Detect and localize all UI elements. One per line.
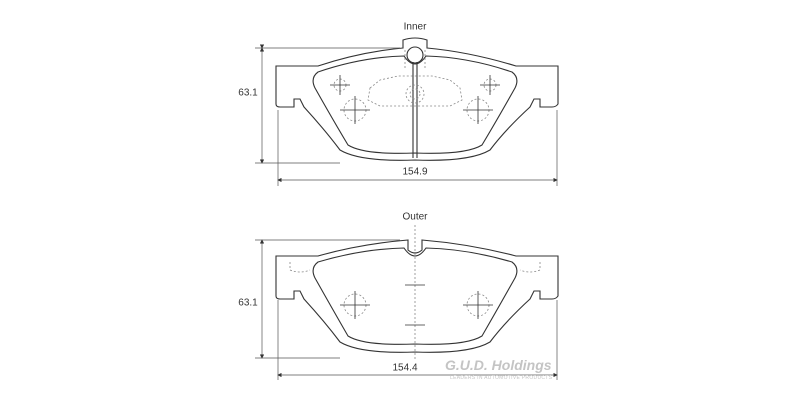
watermark-tagline: LEADERS IN AUTOMOTIVE PRODUCTS xyxy=(450,375,553,381)
inner-width-dimension: 154.9 xyxy=(400,166,430,178)
outer-backing-plate xyxy=(275,239,559,353)
inner-friction-pad xyxy=(312,55,518,154)
outer-title: Outer xyxy=(402,211,428,223)
inner-backing-plate xyxy=(275,37,559,161)
outer-friction-pad xyxy=(312,247,518,345)
inner-pad xyxy=(275,37,559,161)
watermark-brand: G.U.D. Holdings xyxy=(445,357,552,373)
outer-dimensions xyxy=(255,239,558,380)
inner-height-dimension: 63.1 xyxy=(238,87,258,99)
inner-dimensions xyxy=(255,48,558,186)
outer-pad xyxy=(275,225,559,360)
outer-width-dimension: 154.4 xyxy=(390,362,420,374)
outer-height-dimension: 63.1 xyxy=(238,297,258,309)
inner-title: Inner xyxy=(403,21,427,33)
